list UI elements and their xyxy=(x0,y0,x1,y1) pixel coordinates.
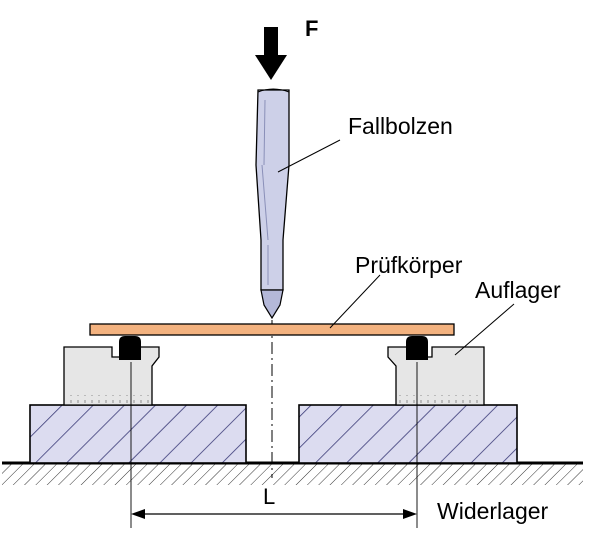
support-left xyxy=(63,346,160,406)
base-block-right xyxy=(298,404,518,464)
base-block-left xyxy=(29,404,247,464)
bolt-label: Fallbolzen xyxy=(348,113,453,139)
specimen-label: Prüfkörper xyxy=(355,252,463,278)
support-leader-line xyxy=(454,303,515,356)
ground-hatch xyxy=(2,463,583,485)
support-pin-left xyxy=(119,336,141,360)
force-label: F xyxy=(305,16,318,41)
bolt-leader-line xyxy=(277,139,341,173)
span-dimension-arrow xyxy=(131,509,417,519)
specimen-leader-line xyxy=(329,274,381,329)
support-label: Auflager xyxy=(475,277,561,303)
support-right xyxy=(387,346,485,406)
force-arrow xyxy=(255,27,287,80)
support-pin-right xyxy=(406,336,428,360)
specimen xyxy=(89,323,455,336)
span-label: L xyxy=(263,484,275,509)
abutment-label: Widerlager xyxy=(437,498,549,524)
drop-bolt xyxy=(255,88,290,320)
